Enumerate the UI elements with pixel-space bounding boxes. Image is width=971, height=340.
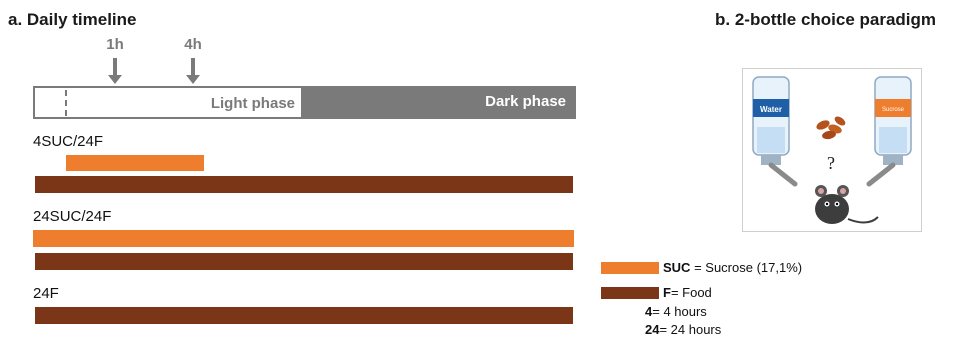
tick-4h-arrow-shaft [191, 58, 195, 76]
legend-food-text: F= Food [663, 285, 712, 300]
tick-1h-arrow-shaft [113, 58, 117, 76]
group2-sucrose-bar [33, 230, 574, 247]
group3-food-bar [35, 307, 573, 324]
tick-1h: 1h [100, 36, 130, 53]
tick-4h-arrow-head [186, 75, 200, 84]
mouse-icon [815, 185, 879, 224]
legend-food-swatch [601, 287, 659, 299]
legend-24-hours: 24= 24 hours [645, 322, 721, 337]
panel-a-title: a. Daily timeline [8, 10, 137, 29]
panel-b-title: b. 2-bottle choice paradigm [715, 10, 937, 29]
tick-4h-label: 4h [184, 36, 202, 53]
light-phase-start-dash [65, 90, 67, 116]
sucrose-bottle-label: Sucrose [882, 107, 905, 113]
legend-sucrose-swatch [601, 262, 659, 274]
food-pellets-icon [816, 116, 846, 140]
dark-phase-label: Dark phase [485, 93, 566, 110]
question-mark: ? [827, 153, 835, 173]
tick-4h: 4h [178, 36, 208, 53]
legend-24-abbr: 24 [645, 322, 660, 337]
group-label-24f: 24F [33, 285, 59, 302]
two-bottle-illustration: Water Sucrose ? [742, 68, 922, 232]
legend-24-desc: = 24 hours [659, 322, 722, 337]
light-phase-label: Light phase [210, 95, 295, 112]
group1-food-bar [35, 176, 573, 193]
tick-1h-label: 1h [106, 36, 124, 53]
group-label-4suc-24f: 4SUC/24F [33, 133, 104, 150]
group1-sucrose-bar [66, 155, 204, 171]
legend-f-desc: = Food [670, 285, 712, 300]
two-bottle-svg: Water Sucrose ? [752, 76, 912, 224]
legend-f-abbr: F [663, 285, 671, 300]
legend-suc-abbr: SUC [663, 260, 691, 275]
group2-food-bar [35, 253, 573, 270]
legend-suc-desc: = Sucrose (17,1%) [690, 260, 803, 275]
legend-4-desc: = 4 hours [652, 304, 707, 319]
water-bottle-label: Water [760, 105, 782, 114]
sucrose-bottle-icon [866, 76, 912, 187]
group-label-24suc-24f: 24SUC/24F [33, 208, 112, 225]
legend-4-hours: 4= 4 hours [645, 304, 707, 319]
light-phase-box: Light phase [33, 86, 303, 119]
legend-sucrose-text: SUC = Sucrose (17,1%) [663, 260, 802, 275]
water-bottle-icon [752, 76, 798, 187]
tick-1h-arrow-head [108, 75, 122, 84]
legend-4-abbr: 4 [645, 304, 653, 319]
